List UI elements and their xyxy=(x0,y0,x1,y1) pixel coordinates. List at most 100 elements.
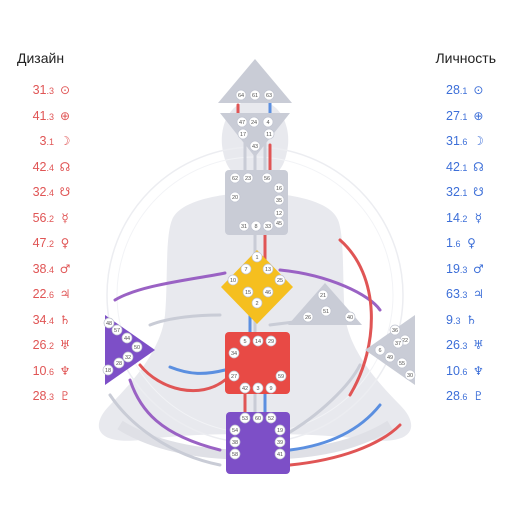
gate-value: 38 xyxy=(32,261,47,276)
design-row[interactable]: 41.3⊕ xyxy=(10,106,72,126)
gate-badge[interactable]: 55 xyxy=(396,357,408,369)
gate-badge[interactable]: 12 xyxy=(273,207,285,219)
gate-badge[interactable]: 27 xyxy=(228,370,240,382)
gate-badge[interactable]: 34 xyxy=(228,347,240,359)
gate-badge[interactable]: 19 xyxy=(274,424,286,436)
gate-badge[interactable]: 15 xyxy=(242,286,254,298)
svg-text:2: 2 xyxy=(255,301,258,307)
gate-badge[interactable]: 29 xyxy=(265,335,277,347)
gate-badge[interactable]: 20 xyxy=(229,191,241,203)
gate-badge[interactable]: 11 xyxy=(263,128,275,140)
gate-badge[interactable]: 39 xyxy=(274,436,286,448)
personality-row[interactable]: 28.1⊙ xyxy=(446,80,506,100)
gate-value: 26 xyxy=(32,338,47,352)
design-row[interactable]: 42.4☊ xyxy=(10,157,72,177)
mars-icon: ♂ xyxy=(473,261,484,276)
personality-row[interactable]: 14.2☿ xyxy=(446,208,506,228)
gate-badge[interactable]: 54 xyxy=(229,424,241,436)
gate-badge[interactable]: 16 xyxy=(273,182,285,194)
gate-value: 27 xyxy=(446,108,460,123)
personality-row[interactable]: 42.1☊ xyxy=(446,157,506,177)
gate-badge[interactable]: 48 xyxy=(103,317,115,329)
design-row[interactable]: 31.3⊙ xyxy=(10,80,72,100)
channel-line xyxy=(338,238,373,397)
gate-badge[interactable]: 26 xyxy=(302,311,314,323)
gate-badge[interactable]: 61 xyxy=(249,89,261,101)
gate-badge[interactable]: 6 xyxy=(374,344,386,356)
gate-badge[interactable]: 42 xyxy=(239,382,251,394)
personality-row[interactable]: 31.6☽ xyxy=(446,131,506,151)
svg-text:1: 1 xyxy=(255,255,258,261)
design-row[interactable]: 38.4♂ xyxy=(10,259,72,279)
gate-badge[interactable]: 44 xyxy=(121,332,133,344)
gate-badge[interactable]: 31 xyxy=(238,220,250,232)
personality-row[interactable]: 10.6♆ xyxy=(446,361,506,381)
personality-row[interactable]: 9.3♄ xyxy=(446,310,506,330)
gate-badge[interactable]: 3 xyxy=(252,382,264,394)
gate-badge[interactable]: 4 xyxy=(262,116,274,128)
design-row[interactable]: 10.6♆ xyxy=(10,361,72,381)
gate-badge[interactable]: 46 xyxy=(262,286,274,298)
moon-icon: ☽ xyxy=(59,134,71,148)
personality-row[interactable]: 32.1☋ xyxy=(446,182,506,202)
gate-badge[interactable]: 10 xyxy=(227,274,239,286)
personality-row[interactable]: 1.6♀ xyxy=(446,233,506,253)
gate-badge[interactable]: 5 xyxy=(239,335,251,347)
design-row[interactable]: 34.4♄ xyxy=(10,310,72,330)
personality-row[interactable]: 63.3♃ xyxy=(446,284,506,304)
design-row[interactable]: 56.2☿ xyxy=(10,208,72,228)
gate-badge[interactable]: 8 xyxy=(250,220,262,232)
gate-badge[interactable]: 59 xyxy=(275,370,287,382)
gate-badge[interactable]: 64 xyxy=(235,89,247,101)
gate-badge[interactable]: 35 xyxy=(273,194,285,206)
gate-badge[interactable]: 17 xyxy=(237,128,249,140)
gate-badge[interactable]: 33 xyxy=(262,220,274,232)
gate-badge[interactable]: 36 xyxy=(389,324,401,336)
gate-badge[interactable]: 28 xyxy=(113,357,125,369)
personality-row[interactable]: 27.1⊕ xyxy=(446,106,506,126)
gate-badge[interactable]: 30 xyxy=(404,369,416,381)
gate-badge[interactable]: 43 xyxy=(249,140,261,152)
gate-badge[interactable]: 24 xyxy=(248,116,260,128)
gate-badge[interactable]: 37 xyxy=(392,337,404,349)
gate-badge[interactable]: 51 xyxy=(320,305,332,317)
gate-badge[interactable]: 32 xyxy=(122,351,134,363)
svg-text:31: 31 xyxy=(241,224,247,230)
gate-badge[interactable]: 57 xyxy=(111,324,123,336)
gate-badge[interactable]: 38 xyxy=(229,436,241,448)
design-row[interactable]: 3.1☽ xyxy=(10,131,72,151)
design-row[interactable]: 22.6♃ xyxy=(10,284,72,304)
gate-badge[interactable]: 40 xyxy=(344,311,356,323)
gate-badge[interactable]: 1 xyxy=(251,251,263,263)
gate-badge[interactable]: 50 xyxy=(131,341,143,353)
gate-badge[interactable]: 62 xyxy=(229,172,241,184)
personality-row[interactable]: 28.6♇ xyxy=(446,386,506,406)
personality-row[interactable]: 26.3♅ xyxy=(446,335,506,355)
gate-badge[interactable]: 14 xyxy=(252,335,264,347)
gate-badge[interactable]: 58 xyxy=(229,448,241,460)
gate-badge[interactable]: 25 xyxy=(274,274,286,286)
gate-badge[interactable]: 18 xyxy=(102,364,114,376)
gate-badge[interactable]: 9 xyxy=(265,382,277,394)
gate-badge[interactable]: 60 xyxy=(252,412,264,424)
gate-badge[interactable]: 21 xyxy=(317,289,329,301)
gate-badge[interactable]: 56 xyxy=(261,172,273,184)
gate-badge[interactable]: 49 xyxy=(384,351,396,363)
design-row[interactable]: 47.2♀ xyxy=(10,233,72,253)
gate-number: 26.2 xyxy=(33,338,54,352)
gate-badge[interactable]: 41 xyxy=(274,448,286,460)
gate-value: 32 xyxy=(446,185,460,199)
gate-badge[interactable]: 52 xyxy=(265,412,277,424)
gate-badge[interactable]: 45 xyxy=(273,217,285,229)
gate-badge[interactable]: 2 xyxy=(251,297,263,309)
gate-badge[interactable]: 53 xyxy=(239,412,251,424)
gate-badge[interactable]: 7 xyxy=(240,263,252,275)
design-row[interactable]: 28.3♇ xyxy=(10,386,72,406)
gate-badge[interactable]: 63 xyxy=(263,89,275,101)
design-row[interactable]: 26.2♅ xyxy=(10,335,72,355)
gate-badge[interactable]: 13 xyxy=(262,263,274,275)
gate-badge[interactable]: 47 xyxy=(236,116,248,128)
gate-badge[interactable]: 23 xyxy=(242,172,254,184)
design-row[interactable]: 32.4☋ xyxy=(10,182,72,202)
personality-row[interactable]: 19.3♂ xyxy=(446,259,506,279)
